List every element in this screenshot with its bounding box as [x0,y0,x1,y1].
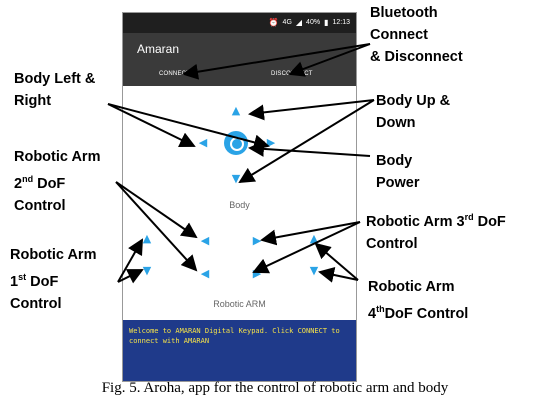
arrow-to-body-left [107,103,196,148]
phone-screen: ⏰ 4G ◢ 40% ▮ 12:13 Amaran CONNECT DISCON… [122,12,357,382]
app-bar: Amaran CONNECT DISCONNECT [123,33,356,86]
arm-dof3-right-button[interactable]: ▶ [252,234,262,247]
message-console: Welcome to AMARAN Digital Keypad. Click … [123,320,356,381]
annotation-arm-dof4: Robotic Arm 4thDoF Control [368,279,469,322]
arrow-to-arm-dof3-upper [260,221,361,246]
body-left-button[interactable]: ◀ [198,136,208,149]
body-section-label: Body [229,200,250,210]
alarm-icon: ⏰ [268,18,279,27]
body-up-button[interactable]: ▲ [231,104,241,117]
annotation-body-up-down: Body Up & Down [376,93,451,131]
annotation-bluetooth: Bluetooth Connect & Disconnect [370,5,463,65]
app-title: Amaran [137,42,180,56]
annotation-arm-dof1: Robotic Arm 1st DoF Control [10,247,97,312]
arm-dof2-left-button[interactable]: ◀ [200,234,210,247]
arrow-to-body-right [107,103,270,151]
arm-dof3-right-lower-button[interactable]: ▶ [252,267,262,280]
arm-dof1-up-button[interactable]: ▲ [142,232,152,245]
annotation-arm-dof2: Robotic Arm 2nd DoF Control [14,149,101,214]
connect-button[interactable]: CONNECT [159,71,191,77]
arrow-to-disconnect [288,43,371,77]
annotation-body-left-right: Body Left & Right [14,71,96,109]
arm-dof4-down-button[interactable]: ▼ [309,264,319,277]
annotation-arm-dof3: Robotic Arm 3rd DoF Control [366,212,506,252]
arrow-to-arm-dof4-up [314,242,359,281]
arrow-to-body-up [248,99,375,121]
arrow-to-arm-dof2-lower [115,181,198,272]
arrow-to-arm-dof1-up [117,238,143,283]
arrow-to-arm-dof1-down [117,269,144,284]
status-bar: ⏰ 4G ◢ 40% ▮ 12:13 [123,13,356,33]
figure-caption: Fig. 5. Aroha, app for the control of ro… [101,380,449,396]
body-down-button[interactable]: ▼ [231,172,241,185]
signal-icon: ◢ [295,18,303,27]
arrow-to-arm-dof4-down [318,267,359,283]
arrow-to-connect [182,43,371,80]
arrow-to-body-down [238,99,375,184]
arm-section-label: Robotic ARM [213,299,266,309]
arrow-to-body-power [248,140,371,157]
network-indicator: 4G [282,19,292,26]
body-right-button[interactable]: ▶ [266,136,276,149]
battery-level: 40% [306,19,321,26]
arm-dof4-up-button[interactable]: ▲ [309,232,319,245]
arrow-to-arm-dof2-upper [115,181,198,239]
battery-icon: ▮ [324,18,329,27]
arrow-to-arm-dof3-lower [252,221,361,274]
console-text: Welcome to AMARAN Digital Keypad. Click … [129,327,340,345]
annotation-body-power: Body Power [376,153,420,191]
arm-dof1-down-button[interactable]: ▼ [142,264,152,277]
clock: 12:13 [332,19,350,26]
arm-dof2-left-lower-button[interactable]: ◀ [200,267,210,280]
